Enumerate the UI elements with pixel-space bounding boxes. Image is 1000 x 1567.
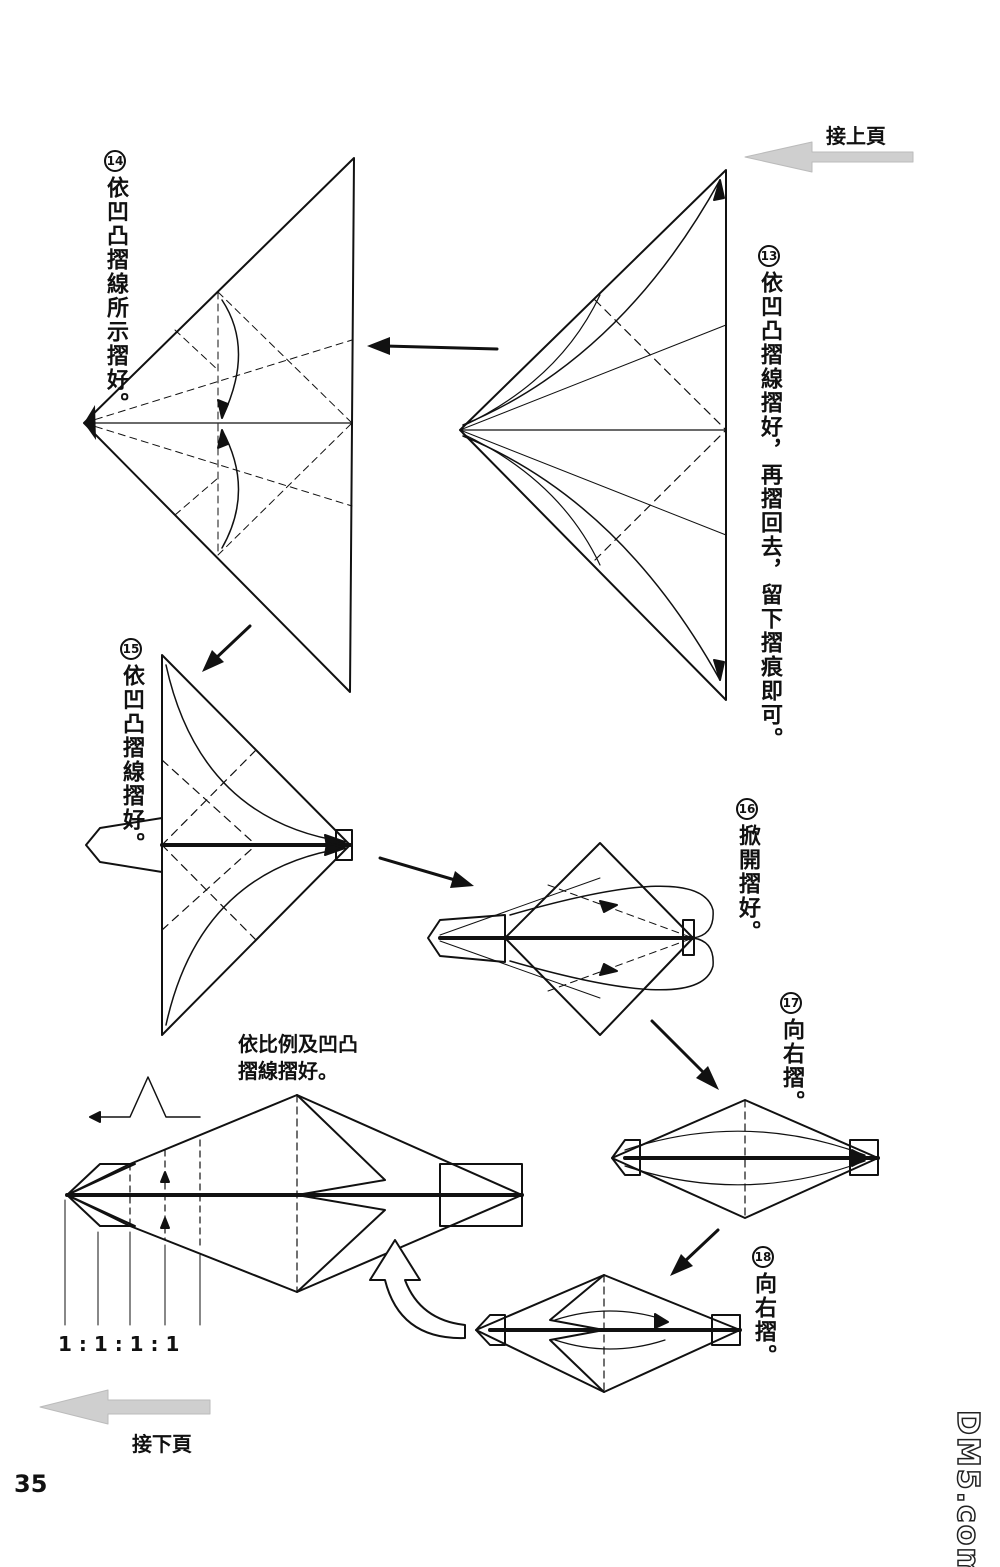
- step-18-caption: 18 向右摺。: [750, 1246, 776, 1368]
- step-17-figure: [611, 1099, 880, 1219]
- step-15-caption: 15 依凹凸摺線摺好。: [118, 638, 144, 856]
- step-number-badge: 16: [736, 798, 758, 820]
- step-14-figure: [83, 157, 355, 693]
- watermark-logo: DM5.com: [949, 1409, 986, 1567]
- step-13-figure: [459, 169, 727, 701]
- step-18-text: 向右摺。: [751, 1272, 776, 1368]
- step-15-figure: [85, 654, 353, 1036]
- step-14-caption: 14 依凹凸摺線所示摺好。: [102, 150, 128, 420]
- ratio-label: 1 : 1 : 1 : 1: [58, 1332, 180, 1356]
- step-16-figure: [427, 842, 714, 1036]
- step-16-caption: 16 掀開摺好。: [734, 798, 760, 944]
- step-13-caption: 13 依凹凸摺線摺好，再摺回去，留下摺痕即可。: [756, 245, 782, 751]
- ratio-note-line2: 摺線摺好。: [238, 1059, 338, 1083]
- step-17-caption: 17 向右摺。: [778, 992, 804, 1114]
- ratio-note-line1: 依比例及凹凸: [238, 1032, 358, 1056]
- step-17-text: 向右摺。: [779, 1018, 804, 1114]
- continue-next-arrow: [39, 1389, 211, 1425]
- continue-prev-label: 接上頁: [826, 124, 886, 148]
- ratio-step-figure: [64, 1076, 524, 1326]
- step-number-badge: 18: [752, 1246, 774, 1268]
- step-15-text: 依凹凸摺線摺好。: [119, 664, 144, 856]
- continue-next-label: 接下頁: [132, 1432, 192, 1456]
- step-number-badge: 15: [120, 638, 142, 660]
- curved-transition-arrow: [369, 1239, 466, 1340]
- step-number-badge: 13: [758, 245, 780, 267]
- page-number: 35: [14, 1470, 48, 1498]
- step-16-text: 掀開摺好。: [735, 824, 760, 944]
- step-number-badge: 17: [780, 992, 802, 1014]
- continue-prev-arrow: [744, 141, 914, 173]
- step-18-figure: [475, 1274, 742, 1393]
- step-14-text: 依凹凸摺線所示摺好。: [103, 176, 128, 416]
- step-number-badge: 14: [104, 150, 126, 172]
- step-13-text: 依凹凸摺線摺好，再摺回去，留下摺痕即可。: [757, 271, 782, 751]
